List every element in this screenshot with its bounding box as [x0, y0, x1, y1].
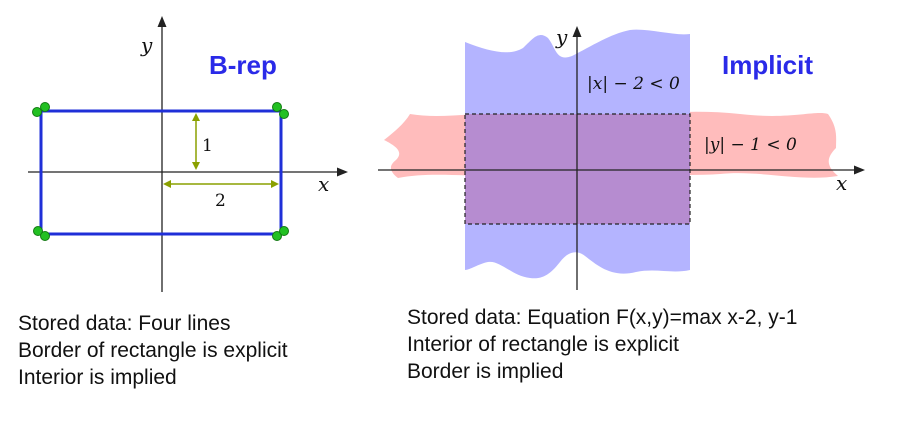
height-dimension-label: 1 — [202, 136, 213, 156]
vertex-top-right-b — [279, 109, 289, 119]
vertex-top-right-a — [272, 102, 282, 112]
vertex-bottom-right-b — [279, 226, 289, 236]
implicit-heading: Implicit — [722, 50, 814, 80]
width-dimension-label: 2 — [215, 191, 226, 211]
brep-x-arrowhead — [337, 167, 348, 177]
vertex-top-left-b — [40, 102, 50, 112]
vertex-top-left-a — [32, 107, 42, 117]
brep-caption-line-1: Stored data: Four lines — [18, 312, 231, 335]
brep-vertices — [32, 102, 289, 241]
vertex-bottom-left-b — [40, 231, 50, 241]
vertical-band-inequality: |x| − 2 < 0 — [587, 74, 680, 94]
brep-y-axis-label: y — [140, 33, 153, 57]
brep-caption-line-3: Interior is implied — [18, 366, 177, 389]
implicit-diagram: x y |x| − 2 < 0 |y| − 1 < 0 — [378, 25, 865, 290]
width-dimension — [163, 180, 279, 188]
height-dimension — [192, 113, 200, 170]
brep-diagram: x y 1 2 — [28, 16, 348, 292]
implicit-x-arrowhead — [854, 165, 865, 175]
brep-caption: Stored data: Four lines Border of rectan… — [18, 310, 288, 391]
implicit-y-arrowhead — [572, 26, 582, 37]
brep-heading: B-rep — [209, 50, 277, 80]
brep-caption-line-2: Border of rectangle is explicit — [18, 339, 288, 362]
brep-x-axis-label: x — [318, 172, 329, 196]
implicit-caption: Stored data: Equation F(x,y)=max x-2, y-… — [407, 304, 797, 385]
implicit-caption-line-2: Interior of rectangle is explicit — [407, 333, 679, 356]
implicit-caption-line-1: Stored data: Equation F(x,y)=max x-2, y-… — [407, 306, 798, 329]
brep-y-arrowhead — [157, 16, 167, 27]
vertex-bottom-left-a — [33, 226, 43, 236]
vertex-bottom-right-a — [272, 231, 282, 241]
implicit-y-axis-label: y — [555, 25, 568, 49]
horizontal-band-inequality: |y| − 1 < 0 — [704, 135, 797, 155]
implicit-x-axis-label: x — [836, 171, 847, 195]
implicit-caption-line-3: Border is implied — [407, 360, 564, 383]
